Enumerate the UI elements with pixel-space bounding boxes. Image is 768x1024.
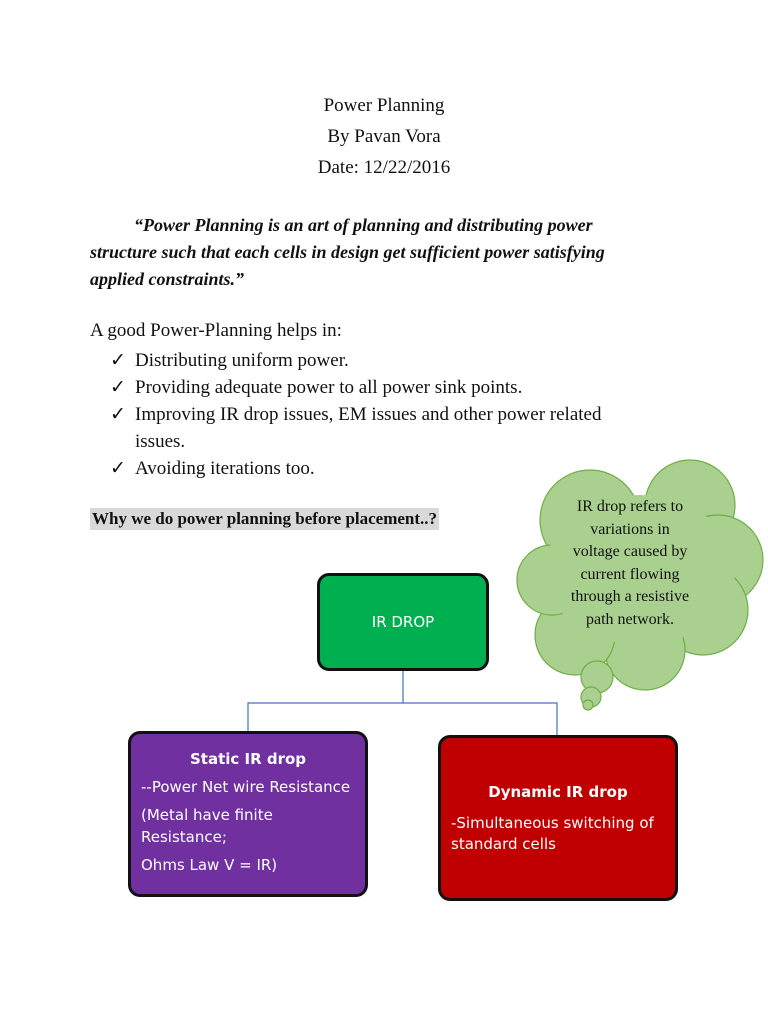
quote-line-3: applied constraints.” [90, 269, 245, 289]
ir-drop-label: IR DROP [371, 613, 435, 631]
dynamic-ir-drop-title: Dynamic IR drop [488, 783, 628, 801]
list-item-text: Avoiding iterations too. [135, 458, 315, 479]
highlighted-question: Why we do power planning before placemen… [90, 508, 440, 530]
definition-quote: “Power Planning is an art of planning an… [90, 212, 690, 293]
callout-line: current flowing [580, 565, 680, 583]
list-item: ✓ Improving IR drop issues, EM issues an… [110, 401, 650, 455]
static-line-3: Ohms Law V = IR) [141, 856, 278, 874]
document-date: Date: 12/22/2016 [317, 157, 451, 178]
list-intro: A good Power-Planning helps in: [90, 320, 342, 341]
callout-line: path network. [586, 610, 674, 628]
list-item-text: Providing adequate power to all power si… [135, 377, 523, 398]
checkmark-icon: ✓ [110, 350, 126, 371]
connector-to-static [247, 671, 404, 731]
connector-to-dynamic [403, 702, 558, 735]
list-item-text: Distributing uniform power. [135, 350, 349, 371]
document-author: By Pavan Vora [327, 126, 441, 147]
cloud-shape [516, 459, 764, 691]
static-ir-drop-title: Static IR drop [189, 750, 307, 768]
list-item: ✓ Distributing uniform power. [110, 347, 650, 374]
quote-line-2: structure such that each cells in design… [90, 242, 605, 262]
static-line-1: --Power Net wire Resistance [141, 778, 351, 796]
checkmark-icon: ✓ [110, 377, 126, 398]
cloud-tail-bubble [582, 699, 594, 711]
callout-line: voltage caused by [572, 543, 688, 560]
list-item: ✓ Avoiding iterations too. [110, 455, 650, 482]
dynamic-line-1: -Simultaneous switching of standard cell… [451, 814, 654, 853]
static-ir-drop-node: Static IR drop --Power Net wire Resistan… [128, 731, 368, 897]
callout-line: variations in [590, 520, 670, 538]
static-line-2: (Metal have finite Resistance; [141, 806, 273, 846]
dynamic-ir-drop-node: Dynamic IR drop -Simultaneous switching … [438, 735, 678, 901]
benefits-list: ✓ Distributing uniform power. ✓ Providin… [110, 347, 650, 482]
callout-line: IR drop refers to [576, 498, 684, 515]
ir-drop-node: IR DROP [317, 573, 489, 671]
callout-line: through a resistive [570, 588, 690, 605]
list-item: ✓ Providing adequate power to all power … [110, 374, 650, 401]
checkmark-icon: ✓ [110, 404, 126, 425]
list-item-text: Improving IR drop issues, EM issues and … [135, 404, 602, 452]
callout-text: IR drop refers to variations in voltage … [550, 496, 710, 631]
checkmark-icon: ✓ [110, 458, 126, 479]
quote-line-1: “Power Planning is an art of planning an… [134, 215, 593, 235]
document-title: Power Planning [323, 95, 445, 116]
